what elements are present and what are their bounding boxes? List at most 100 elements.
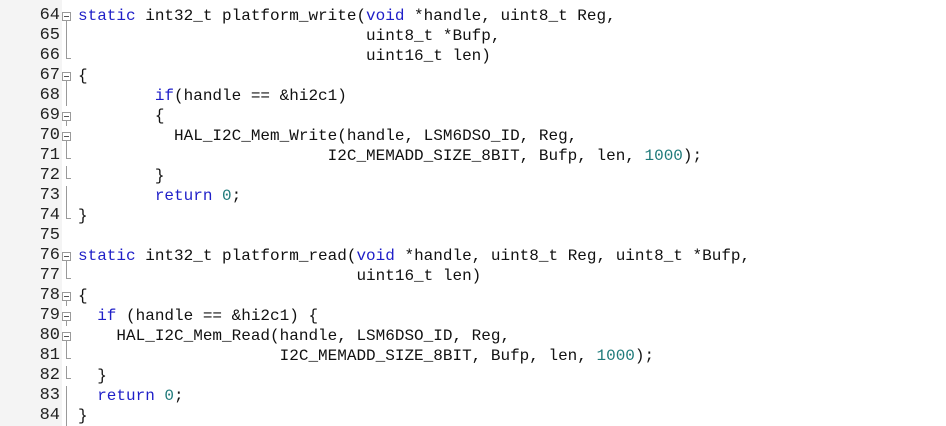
fold-toggle-icon[interactable] [62,252,71,261]
code-token: I2C_MEMADD_SIZE_8BIT, Bufp, len, [78,347,597,365]
code-line[interactable]: uint16_t len) [78,266,481,286]
line-number: 76 [39,246,60,265]
fold-toggle-icon[interactable] [62,112,71,121]
keyword-token: void [366,7,405,25]
fold-guide-line [66,141,67,146]
code-line[interactable]: } [78,166,165,186]
fold-guide-line [66,261,67,266]
line-number: 65 [39,26,60,45]
code-line[interactable]: HAL_I2C_Mem_Write(handle, LSM6DSO_ID, Re… [78,126,577,146]
code-line[interactable]: I2C_MEMADD_SIZE_8BIT, Bufp, len, 1000); [78,146,702,166]
line-number: 71 [39,146,60,165]
fold-guide-line [66,86,67,106]
line-number: 79 [39,306,60,325]
fold-guide-line [66,341,67,346]
line-number: 72 [39,166,60,185]
line-number: 77 [39,266,60,285]
code-token [78,187,155,205]
code-token: *handle, uint8_t Reg, uint8_t *Bufp, [394,247,751,265]
line-number: 69 [39,106,60,125]
keyword-token: return [154,187,213,205]
code-token: { [78,67,88,85]
code-line[interactable]: } [78,206,88,226]
code-token: int32_t platform_read( [135,247,357,265]
code-token: uint16_t len) [78,47,491,65]
code-line[interactable]: uint16_t len) [78,46,491,66]
line-number: 67 [39,66,60,85]
code-token [155,387,165,405]
line-number: 82 [39,366,60,385]
code-token: ); [634,347,655,365]
code-token [78,307,97,325]
code-line[interactable]: } [78,366,107,386]
keyword-token: if [97,307,117,325]
code-line[interactable]: static int32_t platform_read(void *handl… [78,246,750,266]
fold-guide-line [66,186,67,206]
fold-toggle-icon[interactable] [62,312,71,321]
fold-guide-line [66,46,67,58]
fold-toggle-icon[interactable] [62,332,71,341]
code-token: { [78,107,165,125]
fold-guide-line [66,146,67,158]
code-token [212,187,222,205]
number-token: 1000 [596,347,635,365]
line-number: 81 [39,346,60,365]
fold-toggle-icon[interactable] [62,72,71,81]
line-number: 84 [39,406,60,425]
code-line[interactable]: { [78,66,88,86]
fold-toggle-icon[interactable] [62,132,71,141]
code-token [78,387,97,405]
fold-guide-line [66,321,67,326]
line-number: 74 [39,206,60,225]
fold-end-marker [66,158,71,159]
fold-guide-line [66,26,67,46]
keyword-token: static [78,247,136,265]
code-token: } [78,207,88,225]
fold-end-marker [66,58,71,59]
line-number: 75 [39,226,60,245]
keyword-token: if [154,87,175,105]
code-token: (handle == &hi2c1) { [116,307,319,325]
line-number: 73 [39,186,60,205]
code-token: } [78,367,107,385]
code-token: (handle == &hi2c1) [174,87,347,105]
code-token: I2C_MEMADD_SIZE_8BIT, Bufp, len, [78,147,645,165]
code-line[interactable]: static int32_t platform_write(void *hand… [78,6,616,26]
fold-guide-line [66,121,67,126]
code-token: ; [174,387,184,405]
code-line[interactable]: return 0; [78,386,184,406]
code-line[interactable]: } [78,406,88,426]
code-line[interactable]: { [78,106,165,126]
fold-toggle-icon[interactable] [62,12,71,21]
code-line[interactable]: { [78,286,88,306]
code-token: HAL_I2C_Mem_Read(handle, LSM6DSO_ID, Reg… [78,327,511,345]
fold-guide-line [66,266,67,278]
code-line[interactable]: if (handle == &hi2c1) { [78,306,318,326]
number-token: 1000 [644,147,683,165]
code-token [78,87,155,105]
code-token: } [78,167,165,185]
code-token: HAL_I2C_Mem_Write(handle, LSM6DSO_ID, Re… [78,127,578,145]
line-number: 68 [39,86,60,105]
fold-guide-line [66,366,67,378]
code-line[interactable]: if(handle == &hi2c1) [78,86,347,106]
code-line[interactable]: HAL_I2C_Mem_Read(handle, LSM6DSO_ID, Reg… [78,326,510,346]
code-line[interactable]: I2C_MEMADD_SIZE_8BIT, Bufp, len, 1000); [78,346,654,366]
code-token: } [78,407,88,425]
fold-guide-line [66,206,67,218]
fold-guide-line [66,386,67,406]
fold-guide-line [66,21,67,26]
line-number: 83 [39,386,60,405]
line-number: 66 [39,46,60,65]
number-token: 0 [164,387,175,405]
fold-toggle-icon[interactable] [62,292,71,301]
code-line[interactable]: uint8_t *Bufp, [78,26,500,46]
line-number: 64 [39,6,60,25]
keyword-token: return [97,387,155,405]
fold-guide-line [66,81,67,86]
fold-guide-line [66,346,67,358]
code-token: { [78,287,88,305]
code-line[interactable]: return 0; [78,186,241,206]
